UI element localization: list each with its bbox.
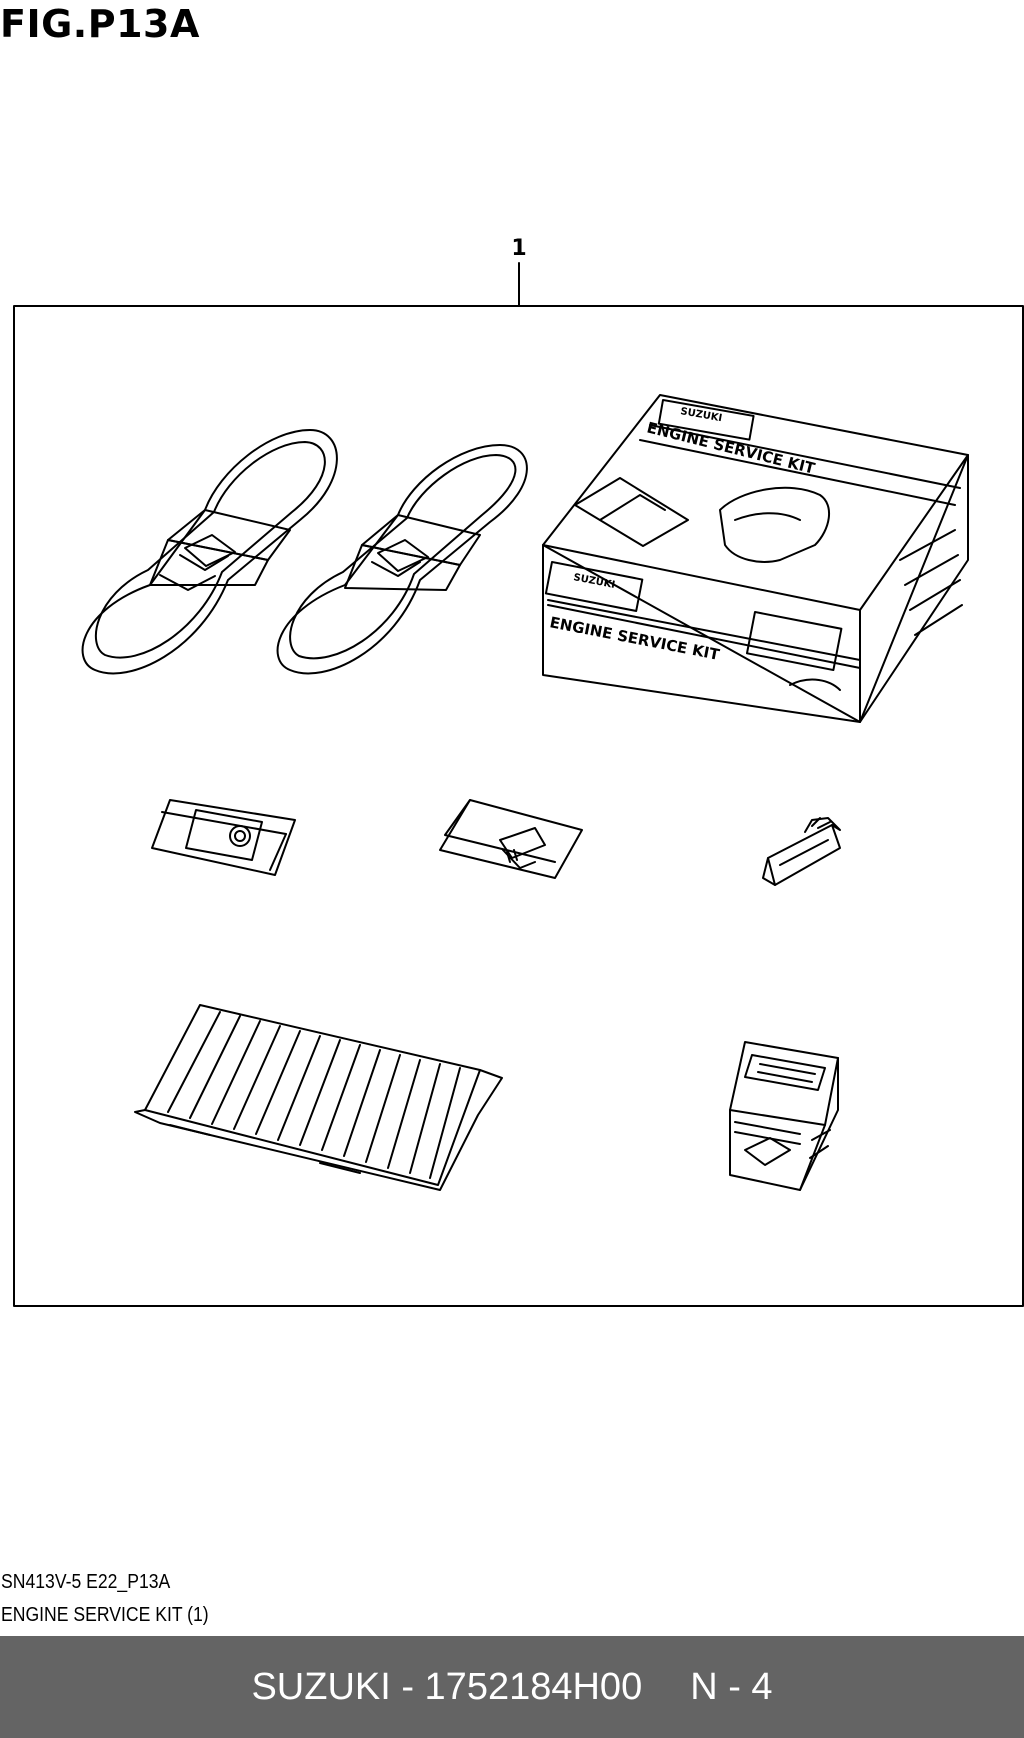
part-number-label: SUZUKI - 1752184H00 (251, 1665, 643, 1708)
drive-belt-icon (276, 444, 528, 675)
box-label-top: ENGINE SERVICE KIT (645, 418, 817, 477)
service-kit-box-icon: ENGINE SERVICE KIT ENGINE SERVICE KIT SU… (542, 394, 969, 723)
drive-belt-icon (81, 429, 338, 675)
kit-frame (13, 305, 1024, 1307)
packaged-seal-icon (151, 799, 296, 876)
diagram-description: ENGINE SERVICE KIT (1) (1, 1604, 209, 1626)
page-label: N - 4 (690, 1665, 773, 1708)
figure-title: FIG.P13A (0, 2, 200, 46)
callout-number: 1 (511, 236, 527, 261)
air-filter-icon (134, 1004, 503, 1191)
diagram-code: SN413V-5 E22_P13A (1, 1571, 171, 1593)
box-label-front: ENGINE SERVICE KIT (548, 613, 721, 664)
sealant-tube-icon (762, 817, 841, 886)
box-logo-front: SUZUKI (572, 572, 615, 591)
oil-filter-box-icon (729, 1041, 839, 1191)
spark-plug-packet-icon (439, 799, 583, 879)
footer-bar: SUZUKI - 1752184H00 N - 4 (0, 1636, 1024, 1738)
